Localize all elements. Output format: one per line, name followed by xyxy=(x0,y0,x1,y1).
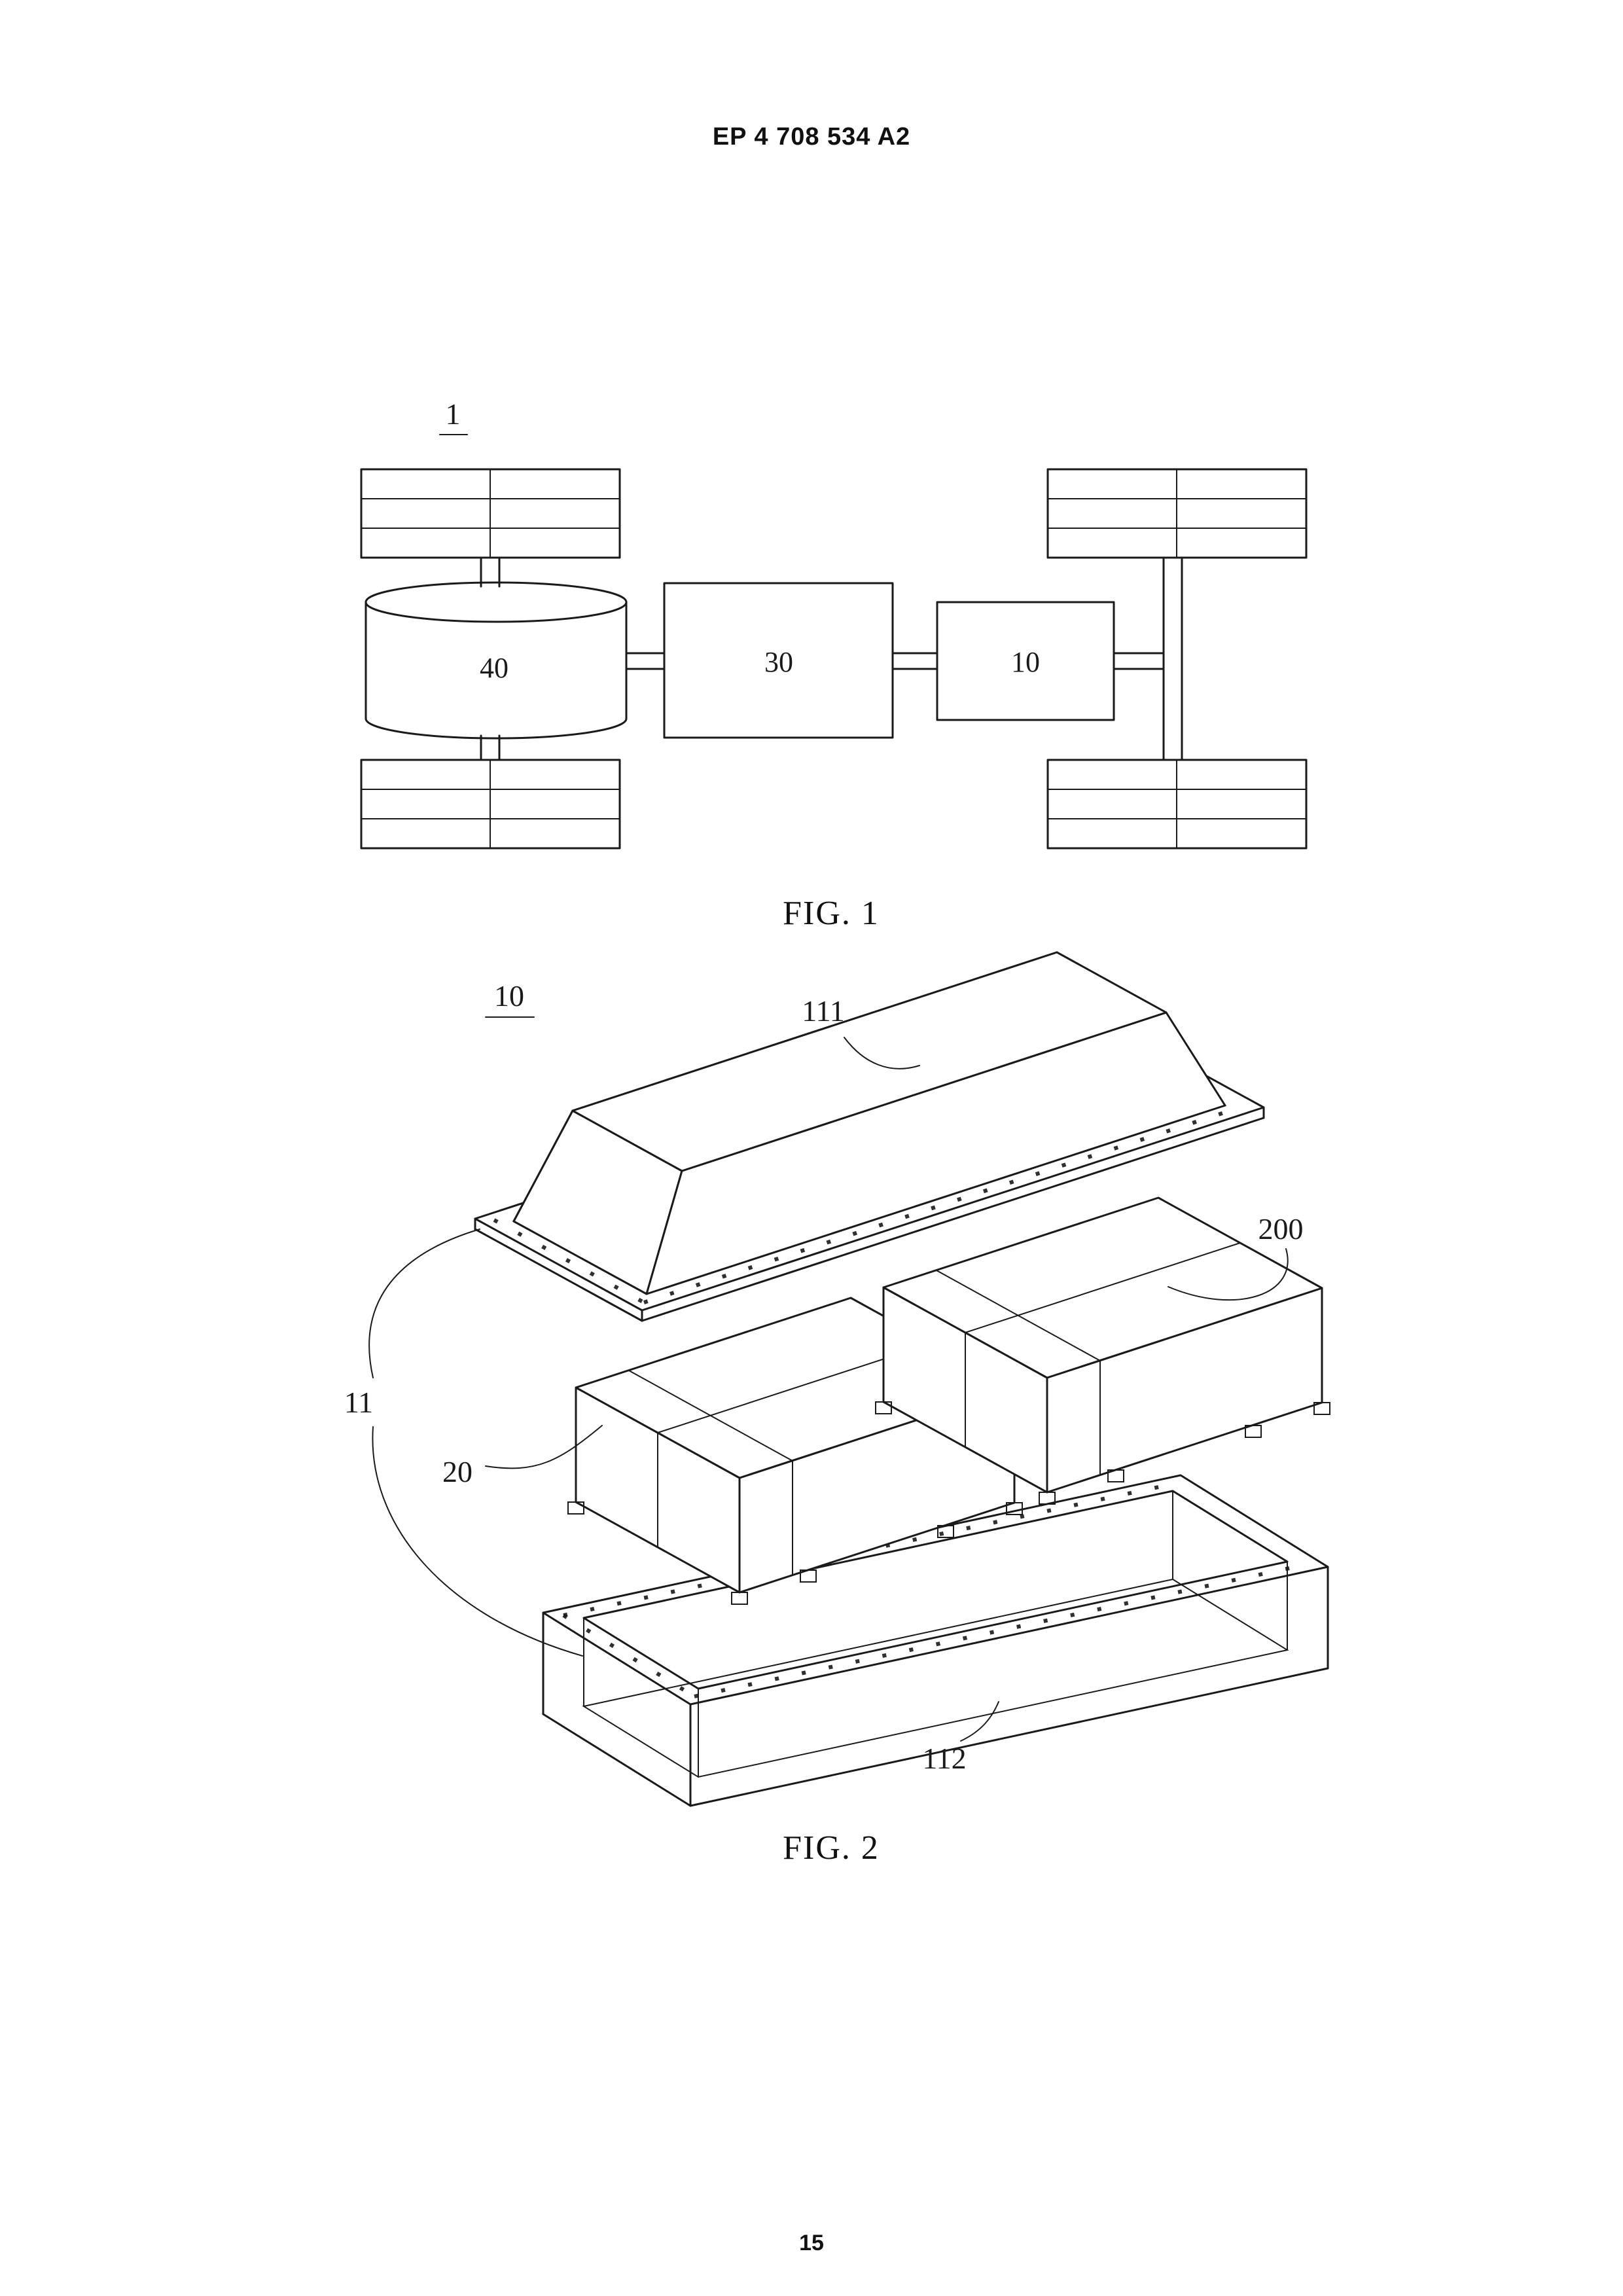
tray-bolt-marks-front xyxy=(694,1562,1308,1698)
upper-cover xyxy=(474,951,1265,1322)
fig2-leader-lines xyxy=(368,1037,1289,1742)
component-10-box: 10 xyxy=(936,601,1115,721)
component-30-box: 30 xyxy=(663,582,894,739)
lower-tray xyxy=(542,1474,1329,1807)
fig2-label-20: 20 xyxy=(442,1455,473,1488)
page-number: 15 xyxy=(799,2231,824,2255)
document-header: EP 4 708 534 A2 xyxy=(712,123,911,151)
right-axle xyxy=(1162,556,1183,761)
tray-bolt-marks-back xyxy=(563,1481,1177,1617)
leader-20 xyxy=(485,1425,603,1469)
battery-module-group-right xyxy=(875,1196,1330,1505)
fig2-label-11: 11 xyxy=(344,1386,373,1419)
fig2-ref-label: 10 xyxy=(494,979,524,1013)
fig1-caption: FIG. 1 xyxy=(783,895,880,932)
leader-11-upper xyxy=(368,1229,480,1378)
leader-112 xyxy=(960,1701,999,1742)
leader-11-lower xyxy=(372,1426,583,1657)
fig1-connectors xyxy=(625,652,1165,670)
fig1-ref-label: 1 xyxy=(446,397,461,431)
wheel-rear-left xyxy=(360,759,621,850)
wheel-front-right xyxy=(1046,468,1308,559)
fig2-caption: FIG. 2 xyxy=(783,1829,880,1867)
leader-200 xyxy=(1168,1248,1289,1301)
fig1-label-40: 40 xyxy=(480,652,508,684)
fig2-label-112: 112 xyxy=(922,1742,966,1775)
fig1-label-30: 30 xyxy=(764,646,793,678)
fig2-label-200: 200 xyxy=(1258,1212,1304,1246)
wheel-rear-right xyxy=(1046,759,1308,850)
figure-2-drawing: 10 xyxy=(344,951,1330,1867)
fig2-label-111: 111 xyxy=(802,994,845,1028)
figure-1-drawing: 1 xyxy=(360,397,1308,932)
fig1-label-10: 10 xyxy=(1011,646,1040,678)
cover-bolt-marks-left xyxy=(493,1218,645,1304)
component-40-cylinder: 40 xyxy=(365,581,628,740)
leader-111 xyxy=(844,1037,920,1069)
wheel-front-left xyxy=(360,468,621,559)
